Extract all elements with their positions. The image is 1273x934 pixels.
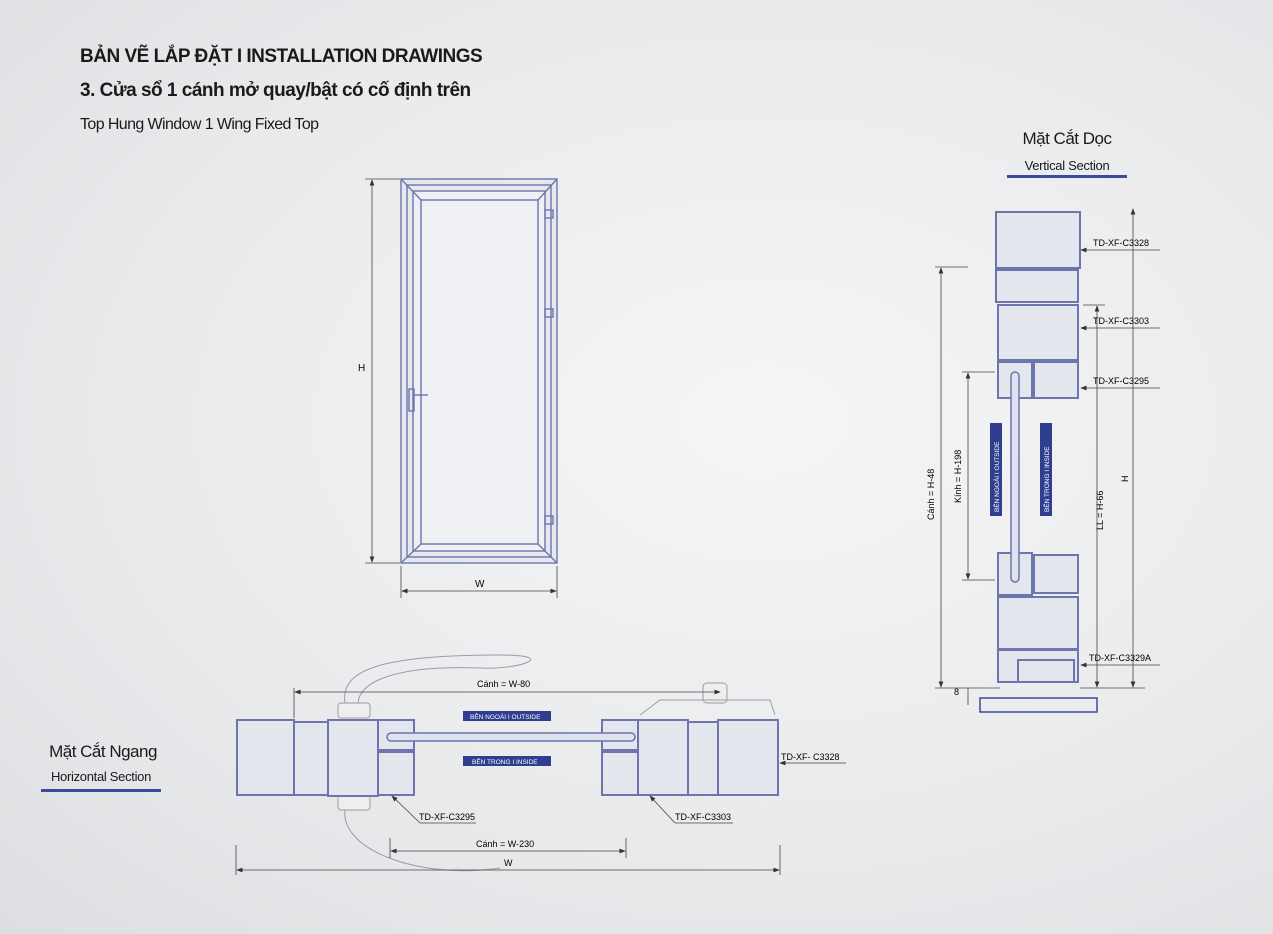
profile-callout: TD-XF-C3303 — [1093, 316, 1149, 326]
page-title: BẢN VẼ LẮP ĐẶT I INSTALLATION DRAWINGS — [80, 46, 483, 67]
divider — [41, 789, 161, 792]
vertical-section-dimensions — [935, 208, 1145, 705]
inside-label: BÊN TRONG I INSIDE — [472, 757, 538, 766]
handle-icon — [408, 388, 428, 412]
divider — [1007, 175, 1127, 178]
profile-callout: TD-XF-C3303 — [675, 812, 731, 822]
dim-sash-outer: Cánh = W-80 — [477, 679, 530, 689]
vertical-section-title: Mặt Cắt Dọc — [1022, 129, 1112, 148]
height-label: H — [358, 363, 365, 374]
hinge-icon — [544, 308, 554, 318]
hinge-icon — [544, 209, 554, 219]
width-label: W — [475, 579, 485, 590]
profile-callout: TD-XF-C3295 — [1093, 376, 1149, 386]
inside-label: BÊN TRONG I INSIDE — [1042, 446, 1051, 512]
vertical-section-labels: BÊN NGOÀI I OUTSIDE BÊN TRONG I INSIDE — [990, 423, 1052, 516]
dim-ll: LL = H-66 — [1095, 491, 1105, 530]
dim-sash-height: Cánh = H-48 — [926, 469, 936, 520]
drawing-subtitle-en: Top Hung Window 1 Wing Fixed Top — [80, 116, 319, 133]
outside-label: BÊN NGOÀI I OUTSIDE — [470, 712, 541, 721]
horizontal-section-labels: BÊN NGOÀI I OUTSIDE BÊN TRONG I INSIDE — [463, 711, 551, 766]
profile-callout: TD-XF-C3329A — [1089, 653, 1151, 663]
dim-glass-height: Kính = H-198 — [953, 450, 963, 503]
dim-w: W — [504, 858, 513, 868]
dim-h: H — [1120, 476, 1130, 483]
drawing-subtitle-vi: 3. Cửa sổ 1 cánh mở quay/bật có cố định … — [80, 80, 471, 101]
vertical-section-profiles — [995, 211, 1081, 683]
vertical-callouts — [1080, 247, 1160, 668]
window-elevation — [400, 178, 558, 564]
elevation-dimensions — [365, 178, 558, 598]
dim-sash-inner: Cánh = W-230 — [476, 839, 534, 849]
outside-label: BÊN NGOÀI I OUTSIDE — [992, 441, 1001, 512]
profile-callout: TD-XF-C3295 — [419, 812, 475, 822]
vertical-section-subtitle: Vertical Section — [1024, 158, 1110, 173]
glass-pane — [386, 732, 636, 742]
profile-callout: TD-XF-C3328 — [1093, 238, 1149, 248]
glass-pane — [1010, 371, 1020, 583]
sill — [979, 697, 1098, 713]
hinge-icon — [544, 515, 554, 525]
horizontal-section-subtitle: Horizontal Section — [50, 769, 152, 784]
horizontal-section-title: Mặt Cắt Ngang — [49, 742, 157, 761]
profile-callout: TD-XF- C3328 — [781, 752, 840, 762]
dim-gap: 8 — [954, 687, 959, 697]
horizontal-section-dimensions — [235, 688, 846, 875]
